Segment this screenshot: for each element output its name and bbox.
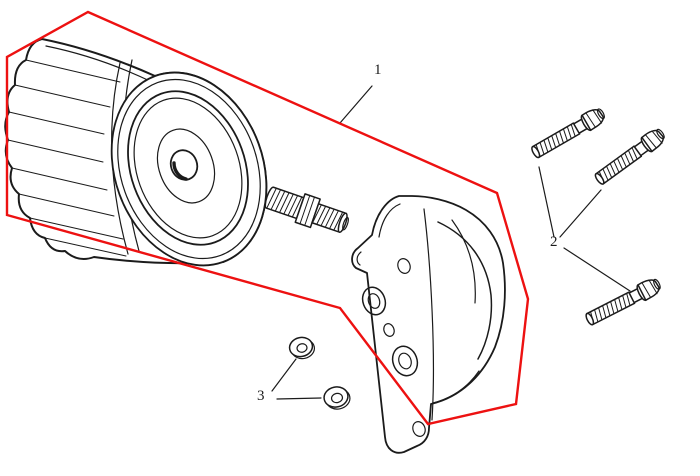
leader-line-3 [271,358,322,400]
fitting-right-thread-lines [311,204,344,231]
callout-label-1: 1 [374,62,382,78]
bracket-top-bolt-hole [397,258,411,274]
filter-top-edge-line [45,45,153,83]
leader-line-1 [339,85,373,124]
bracket-grommet-1-outer [361,286,387,316]
bracket-silhouette [351,195,506,454]
filter-face-inner-ring [156,128,216,204]
filter-face-ring-3 [127,90,249,246]
bracket-handle-inner-arc [437,221,493,360]
bracket-top-inner-line [378,203,401,238]
bracket-ear-inner-line [356,251,362,266]
washer-1-outer [288,336,314,358]
highlight-outline [5,10,530,426]
filter-flute-lines [7,59,127,257]
washer-1-inner [296,343,308,353]
washer-drawing-1 [288,336,316,360]
bracket-grommet-2-outer [391,345,419,377]
bracket-dome-curve [451,219,476,304]
bracket-mid-hole [383,323,395,337]
callout-label-2: 2 [550,234,558,250]
oil-filter-drawing [4,38,268,267]
bolt-drawing-1 [528,104,609,162]
filter-face-ring-2 [117,78,261,260]
fitting-tip-end [342,216,349,231]
washer-drawing-2 [323,386,351,410]
bolt-drawing-2 [591,125,669,189]
bracket-plate-dome-boundary [423,208,435,421]
leader-lines [271,85,631,400]
filter-face-ring-4 [133,97,243,239]
filter-center-hole [169,149,199,181]
bracket-boss-bottom-curve [432,370,480,404]
bracket-grommet-1-inner [367,293,381,309]
threaded-fitting-drawing [264,186,349,233]
leader-line-2 [538,166,631,292]
bracket-grommet-2-inner [398,352,412,370]
filter-bracket-drawing [351,195,506,454]
bolt-drawing-3 [582,275,664,329]
fitting-tip [337,212,348,233]
fitting-left-thread-lines [266,187,303,218]
filter-center-hole-shadow [172,161,188,181]
callout-label-3: 3 [257,388,265,404]
fitting-collar-lines [299,195,315,227]
washer-2-outer [323,386,349,408]
washer-2-inner [330,392,344,404]
bracket-bottom-bolt-hole [412,421,426,437]
